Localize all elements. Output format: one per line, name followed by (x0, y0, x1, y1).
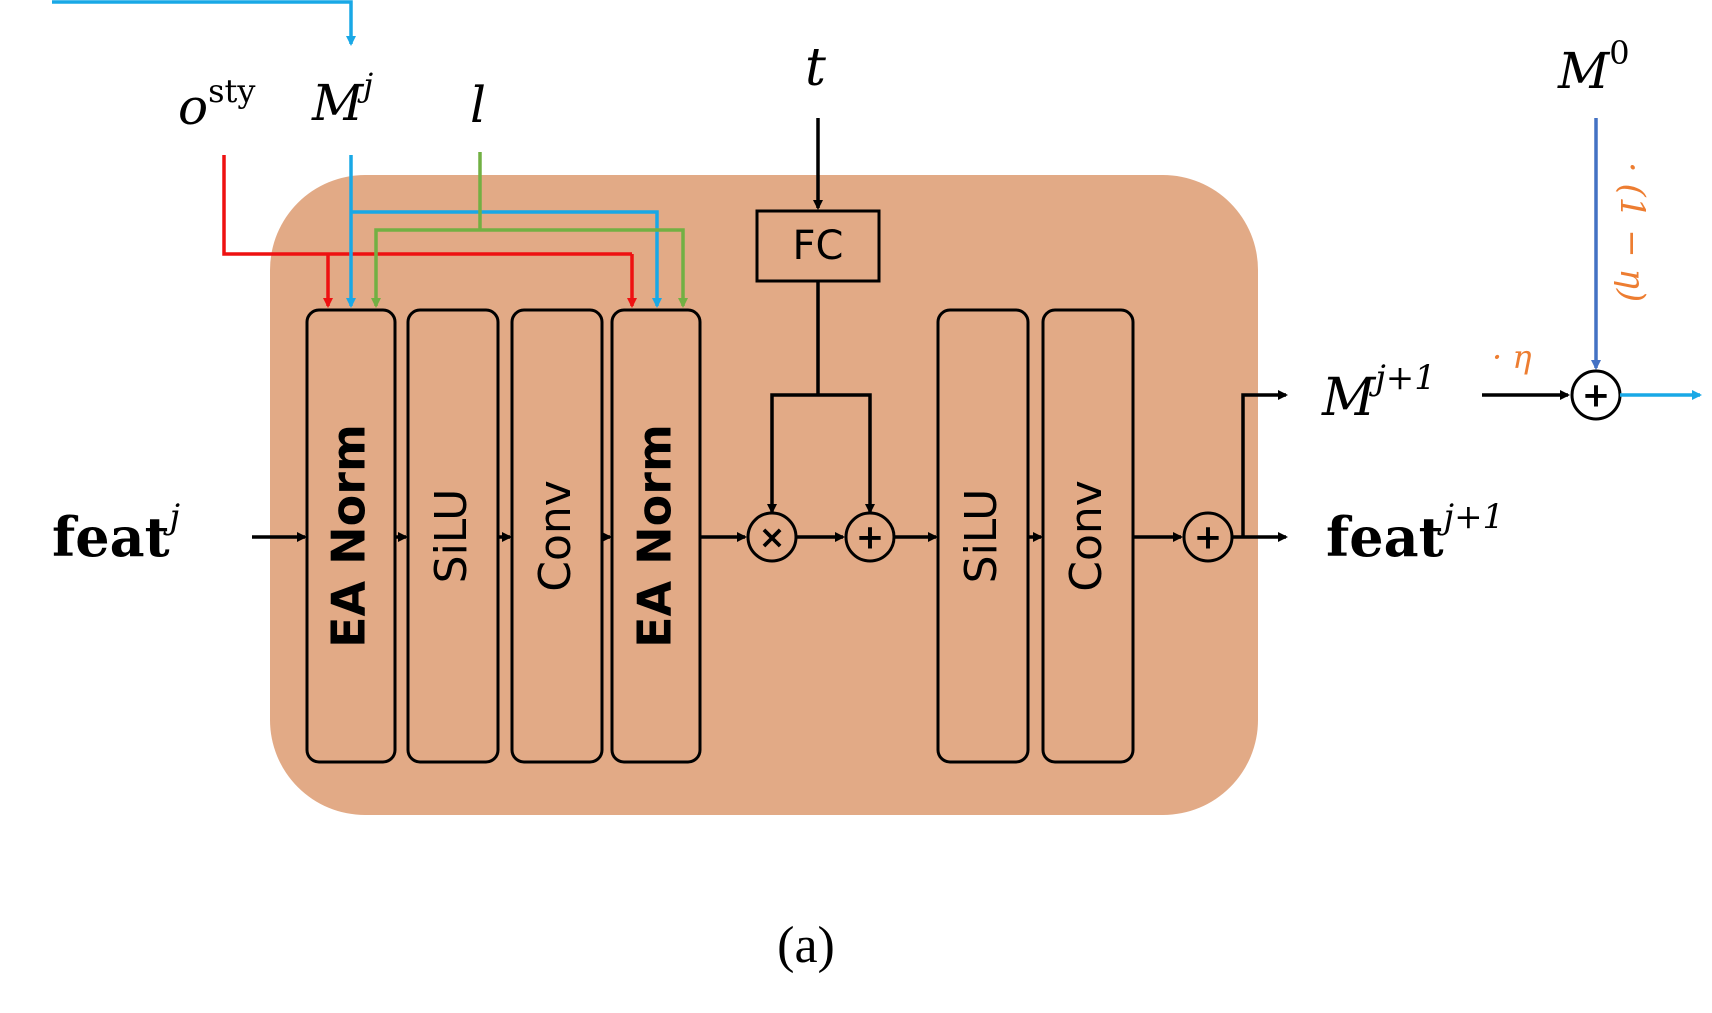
svg-text:+: + (1194, 518, 1223, 558)
silu-label-2: SiLU (956, 489, 1007, 584)
l-label: l (470, 76, 486, 134)
svg-text:×: × (759, 518, 786, 556)
m0-label: M0 (1557, 34, 1630, 100)
o-sty-label: osty (178, 72, 255, 136)
one-minus-eta-label: · (1 − η) (1612, 162, 1652, 302)
ea-norm-label-2: EA Norm (628, 424, 682, 648)
conv-label-1: Conv (530, 480, 581, 592)
m-j-label: Mj (311, 66, 373, 132)
ea-norm-label-1: EA Norm (322, 424, 376, 648)
fc-label: FC (793, 223, 844, 269)
add-operator-1: + (844, 511, 896, 563)
m-next-label: Mj+1 (1321, 358, 1436, 428)
figure-caption: (a) (777, 917, 835, 974)
m-input-line-top (52, 0, 356, 46)
svg-text:+: + (856, 518, 885, 558)
silu-label-1: SiLU (426, 489, 477, 584)
o-sty-connector (222, 155, 632, 256)
conv-label-2: Conv (1061, 480, 1112, 592)
add-operator-2: + (1182, 511, 1234, 563)
l-connector-branch-1 (371, 228, 480, 308)
fc-branch-multiply (767, 393, 818, 514)
eta-label: · η (1492, 338, 1532, 376)
l-connector-branch-2 (480, 228, 688, 308)
module-background (270, 175, 1258, 815)
fc-branch-add (818, 393, 875, 514)
svg-text:+: + (1582, 376, 1611, 416)
conv-block-2: Conv (1041, 308, 1135, 764)
feat-j-label: featj (52, 497, 181, 569)
arrow-to-m-next (1241, 390, 1288, 537)
blend-add-operator: + (1570, 369, 1622, 421)
m-j-connector-branch (351, 210, 662, 308)
feat-next-label: featj+1 (1326, 497, 1504, 569)
t-label: t (805, 38, 826, 98)
